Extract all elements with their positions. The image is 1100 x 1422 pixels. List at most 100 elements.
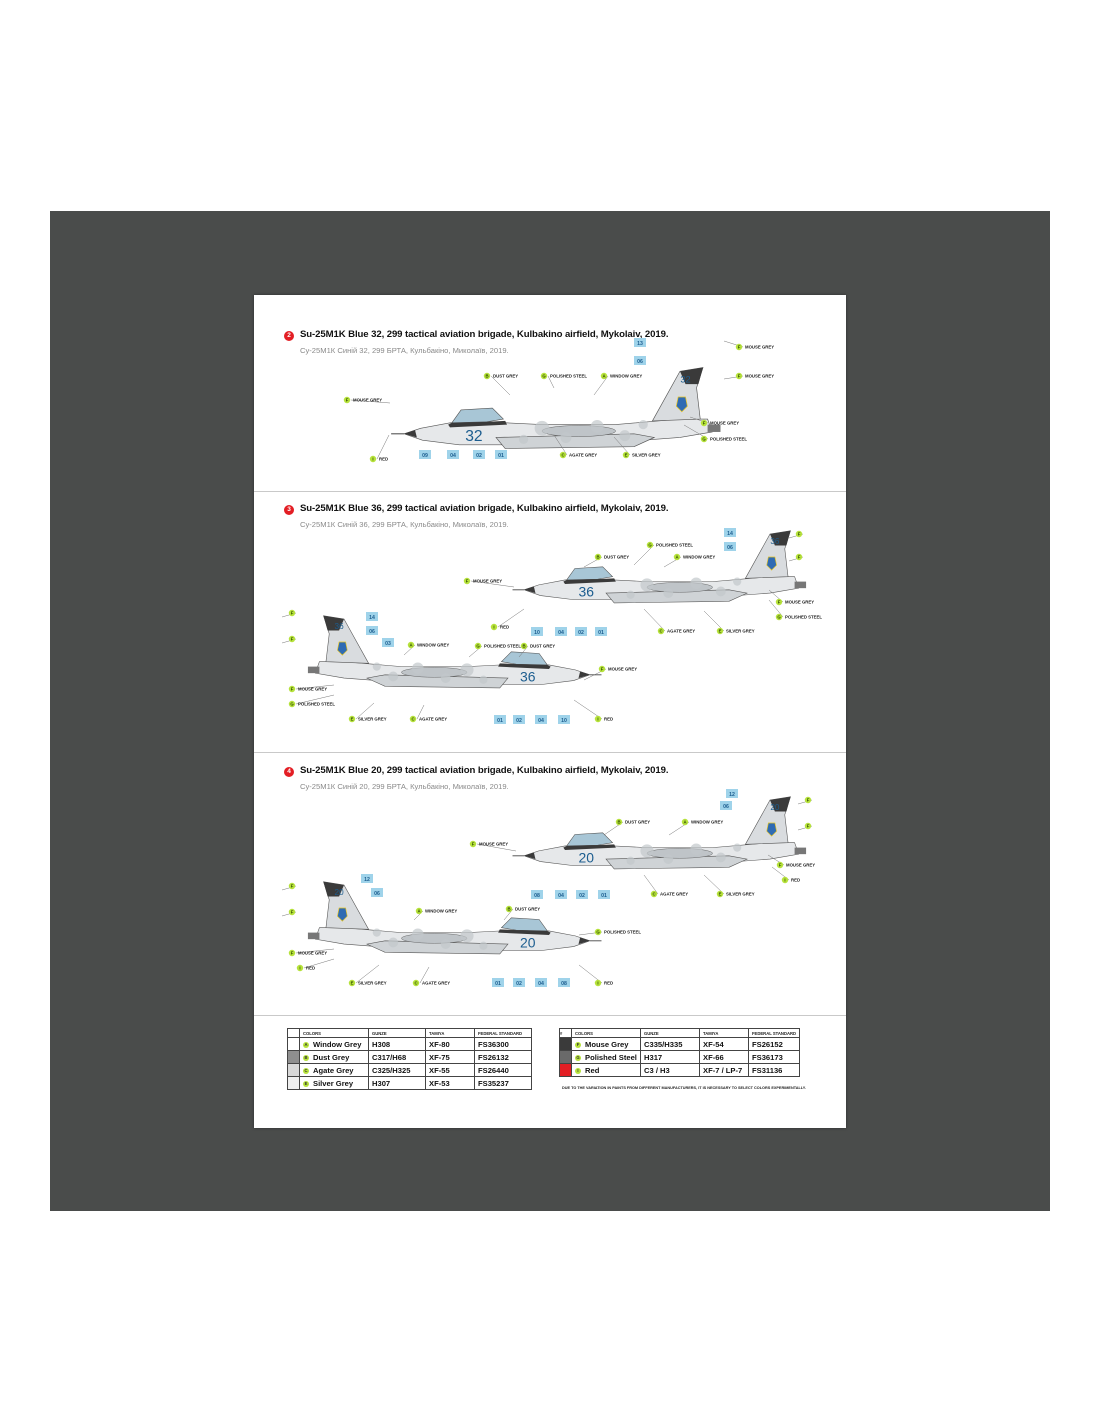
column-header: FEDERAL STANDARD [474,1028,532,1038]
callout-key-dot [716,627,724,635]
callout-key-letter: F [291,611,294,616]
callout-key-letter: G [648,543,652,548]
callout-label: AGATE GREY [569,453,597,458]
camo-blotch [519,434,529,444]
exhaust-nozzle [307,932,320,940]
callout-key-letter: I [493,625,494,630]
callout-key-dot [409,715,417,723]
decal-number-box [595,627,607,636]
callout-key-dot [559,451,567,459]
callout-key-dot [348,715,356,723]
callout-key-letter: F [346,398,349,403]
board-number-text: 36 [579,583,595,599]
callout-key-letter: F [807,798,810,803]
camo-blotch [388,937,399,948]
callout-key-letter: B [596,555,599,560]
fin-number-text: 36 [335,622,345,631]
column-header: GUNZE [640,1028,700,1038]
callout-key-letter: G [777,615,781,620]
canopy [566,832,614,847]
camo-blotch [690,577,702,589]
camo-blotch [388,671,399,682]
decal-number: 03 [385,641,391,647]
decal-number: 01 [497,718,503,724]
callout-label: AGATE GREY [667,629,695,634]
decal-number-box [531,627,543,636]
callout-key-letter: A [675,555,678,560]
callout-key-letter: F [472,842,475,847]
callout-label: SILVER GREY [358,717,387,722]
fin-number-text: 20 [335,888,345,897]
tamiya-code: XF-55 [425,1063,475,1077]
callout-key-dot [622,451,630,459]
callout-key-dot [343,396,351,404]
callout-label: POLISHED STEEL [710,437,747,442]
callout-key-dot [804,796,812,804]
callout-key-dot [646,541,654,549]
leader-line [295,694,335,705]
camo-blotch [626,590,635,599]
leader-line [553,434,568,456]
callout-key-dot [795,553,803,561]
callout-key-dot [615,818,623,826]
exhaust-nozzle [307,666,320,674]
decal-number-box [492,978,504,987]
callout-key-dot [296,964,304,972]
callout-key-dot [369,455,377,463]
callout-label: MOUSE GREY [745,374,774,379]
camo-blotch [715,586,726,597]
camo-blotch [412,662,424,674]
leader-line [633,544,655,566]
decal-number: 04 [538,718,544,724]
paint-disclaimer-note: DUE TO THE VARIATION IN PAINTS FROM DIFF… [562,1086,806,1090]
trident-emblem [766,822,777,837]
leader-line [470,580,515,588]
callout-label: MOUSE GREY [710,421,739,426]
color-swatch [287,1063,300,1077]
callout-label: MOUSE GREY [785,600,814,605]
scheme-title: Su-25M1K Blue 36, 299 tactical aviation … [300,503,669,514]
tamiya-code: XF-7 / LP-7 [699,1063,749,1077]
callout-key-dot [673,553,681,561]
camo-blotch [372,928,381,937]
leader-line [703,874,725,895]
canopy [500,917,548,932]
callout-label: WINDOW GREY [683,555,715,560]
section-divider [254,1015,846,1016]
callout-key-dot [412,979,420,987]
camo-blotch [733,843,742,852]
canopy [500,651,548,666]
decal-number: 04 [558,893,564,899]
decal-number-box [382,638,394,647]
camo-blotch [715,852,726,863]
camo-blotch [733,577,742,586]
leader-line [355,702,375,720]
tamiya-code: XF-75 [425,1050,475,1064]
paint-table-right: # COLORS GUNZE TAMIYA FEDERAL STANDARD F… [559,1028,801,1077]
leader-line [490,375,511,396]
scheme-title: Su-25M1K Blue 20, 299 tactical aviation … [300,765,669,776]
decal-number-box [495,450,507,459]
decal-number-box [513,978,525,987]
decal-number: 02 [476,453,482,459]
decal-number-box [726,789,738,798]
callout-key-letter: I [597,717,598,722]
decal-number-box [371,888,383,897]
board-number-text: 20 [579,849,595,865]
callout-key-dot [483,372,491,380]
callout-label: AGATE GREY [660,892,688,897]
color-key-badge: F [575,1041,581,1048]
gunze-code: C317/H68 [368,1050,426,1064]
decal-number-box [558,978,570,987]
section-divider [254,752,846,753]
callout-key-letter: F [291,951,294,956]
fin-tip [323,615,344,631]
callout-key-dot [600,372,608,380]
decal-number-box [535,978,547,987]
scheme-number-badge: 3 [284,505,294,515]
callout-key-dot [776,861,784,869]
